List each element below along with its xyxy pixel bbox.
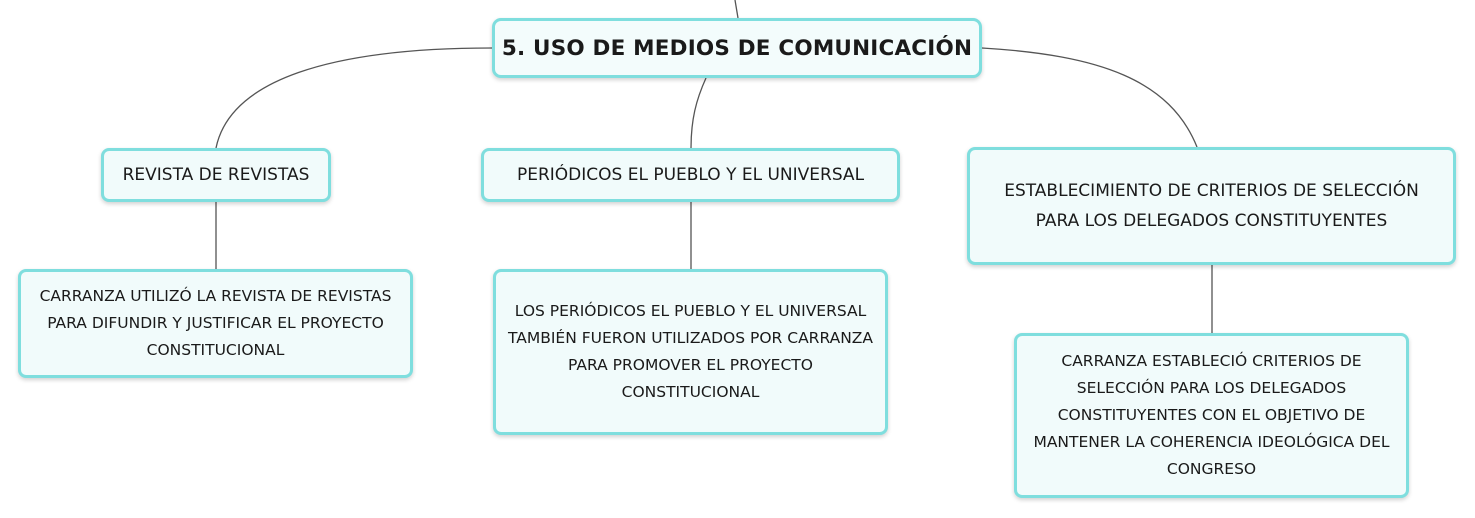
subtopic-label: CARRANZA UTILIZÓ LA REVISTA DE REVISTAS …: [39, 287, 392, 359]
connector-parent-to-root: [734, 0, 739, 19]
topic-label: PERIÓDICOS EL PUEBLO Y EL UNIVERSAL: [516, 165, 865, 185]
topic-label: REVISTA DE REVISTAS: [122, 165, 310, 185]
subtopic-periodicos-detail[interactable]: LOS PERIÓDICOS EL PUEBLO Y EL UNIVERSAL …: [493, 269, 888, 435]
connector-root-to-criterios: [981, 47, 1198, 148]
subtopic-label: LOS PERIÓDICOS EL PUEBLO Y EL UNIVERSAL …: [507, 302, 874, 401]
subtopic-revista-detail[interactable]: CARRANZA UTILIZÓ LA REVISTA DE REVISTAS …: [18, 269, 413, 378]
connector-root-to-revista: [215, 47, 493, 149]
topic-periodicos[interactable]: PERIÓDICOS EL PUEBLO Y EL UNIVERSAL: [481, 148, 900, 202]
topic-revista-de-revistas[interactable]: REVISTA DE REVISTAS: [101, 148, 331, 202]
connector-root-to-periodicos: [690, 77, 707, 149]
topic-label: ESTABLECIMIENTO DE CRITERIOS DE SELECCIÓ…: [1004, 181, 1419, 231]
subtopic-label: CARRANZA ESTABLECIÓ CRITERIOS DE SELECCI…: [1033, 352, 1390, 478]
root-topic-node[interactable]: 5. USO DE MEDIOS DE COMUNICACIÓN: [492, 18, 982, 78]
subtopic-criterios-detail[interactable]: CARRANZA ESTABLECIÓ CRITERIOS DE SELECCI…: [1014, 333, 1409, 498]
topic-criterios-seleccion[interactable]: ESTABLECIMIENTO DE CRITERIOS DE SELECCIÓ…: [967, 147, 1456, 265]
root-topic-label: 5. USO DE MEDIOS DE COMUNICACIÓN: [501, 35, 973, 61]
